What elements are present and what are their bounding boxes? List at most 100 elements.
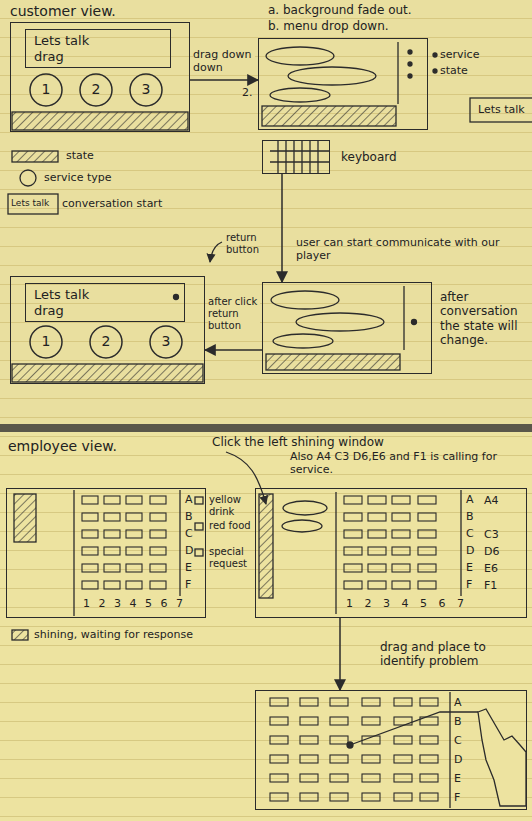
ruled-lines: [0, 432, 532, 821]
seat-table: [344, 547, 362, 555]
seat-table: [150, 513, 166, 521]
seat-table: [126, 513, 142, 521]
status-key: special request: [209, 546, 253, 570]
paper-top: [0, 0, 532, 424]
banner-title: Lets talk drag: [34, 33, 114, 64]
instruction: drag and place to identify problem: [380, 640, 526, 669]
menu-dot: [408, 62, 412, 66]
chat-bubble: [271, 291, 339, 309]
pointer-arrow: [210, 242, 222, 262]
legend-shining-sample: [12, 630, 28, 640]
seat-table: [300, 793, 318, 801]
seat-table: [418, 564, 436, 572]
circle-outline: [130, 74, 162, 106]
seat-table: [270, 774, 288, 782]
phone-screen: [262, 282, 432, 374]
chat-bubble: [266, 47, 334, 65]
flow-arrow: [339, 618, 341, 690]
seat-table: [418, 513, 436, 521]
seat-table: [344, 530, 362, 538]
note: b. menu drop down.: [268, 19, 389, 33]
service-number: 1: [29, 325, 63, 357]
phone-screen: Lets talk drag 123: [10, 22, 190, 132]
flow-arrow: [205, 349, 262, 351]
state-bar: [12, 364, 203, 382]
seat-table: [82, 530, 98, 538]
seat-table: [150, 564, 166, 572]
service-circle: 2: [79, 73, 113, 107]
service-number: 1: [29, 73, 63, 105]
service-number: 2: [89, 325, 123, 357]
seat-table: [82, 496, 98, 504]
seat-table: [126, 547, 142, 555]
seat-table: [420, 755, 438, 763]
seat-table: [394, 736, 412, 744]
seat-table: [330, 736, 348, 744]
row-letters: A B C D E F: [454, 693, 465, 807]
bullet: [433, 53, 437, 57]
seat-table: [394, 755, 412, 763]
banner-title: Lets talk drag: [34, 287, 114, 318]
circle-outline: [30, 326, 62, 358]
seat-table: [150, 581, 166, 589]
seat-table: [150, 530, 166, 538]
service-circle: 3: [129, 73, 163, 107]
button-label: Lets talk: [478, 103, 525, 116]
seat-table: [392, 564, 410, 572]
state-bar: [266, 354, 400, 370]
chat-bubble: [270, 88, 330, 102]
menu-dot: [408, 74, 412, 78]
seat-table: [362, 755, 380, 763]
seat-table: [368, 581, 386, 589]
status-key: yellow drink: [209, 494, 253, 518]
circle-outline: [150, 326, 182, 358]
seat-table: [420, 793, 438, 801]
seat-table: [300, 698, 318, 706]
seat-table: [82, 581, 98, 589]
circle-outline: [30, 74, 62, 106]
callout-note: return button: [226, 232, 274, 256]
seat-code: C3: [484, 528, 499, 541]
legend-entry: shining, waiting for response: [34, 628, 193, 641]
request-marker: [195, 549, 203, 556]
service-number: 3: [149, 325, 183, 357]
seat-table: [150, 496, 166, 504]
sidebar-divider: [179, 490, 180, 596]
sidebar-divider: [449, 692, 450, 808]
service-circle: 1: [29, 325, 63, 359]
seat-table: [368, 564, 386, 572]
seat-table: [420, 774, 438, 782]
sidebar-divider: [460, 490, 461, 596]
seat-table: [126, 496, 142, 504]
note: after conversation the state will change…: [440, 290, 528, 348]
seat-table: [104, 581, 120, 589]
seat-table: [330, 793, 348, 801]
seat-table: [344, 496, 362, 504]
seat-table: [300, 736, 318, 744]
row-letters: A B C D E F: [185, 491, 196, 593]
sample-label: Lets talk: [11, 198, 49, 209]
seat-table: [420, 736, 438, 744]
seat-table: [362, 698, 380, 706]
drink-marker: [195, 497, 203, 504]
lets-talk-box: [470, 98, 532, 122]
section-heading: employee view.: [8, 438, 117, 455]
note: Also A4 C3 D6,E6 and F1 is calling for s…: [290, 450, 526, 476]
panel-divider: [335, 492, 336, 614]
seat-table: [82, 513, 98, 521]
instruction: Click the left shining window: [212, 435, 384, 449]
seat-table: [300, 717, 318, 725]
hand-drawing: [478, 709, 526, 806]
note: a. background fade out.: [268, 3, 412, 17]
row-letters: A B C D E F: [466, 491, 477, 593]
shining-window: [14, 494, 36, 542]
ruled-lines: [0, 0, 532, 424]
state-bar: [12, 112, 188, 130]
seat-table: [418, 496, 436, 504]
chat-bubble: [288, 67, 376, 85]
menu-divider: [403, 286, 404, 350]
panel-divider: [73, 490, 74, 616]
seat-table: [300, 755, 318, 763]
